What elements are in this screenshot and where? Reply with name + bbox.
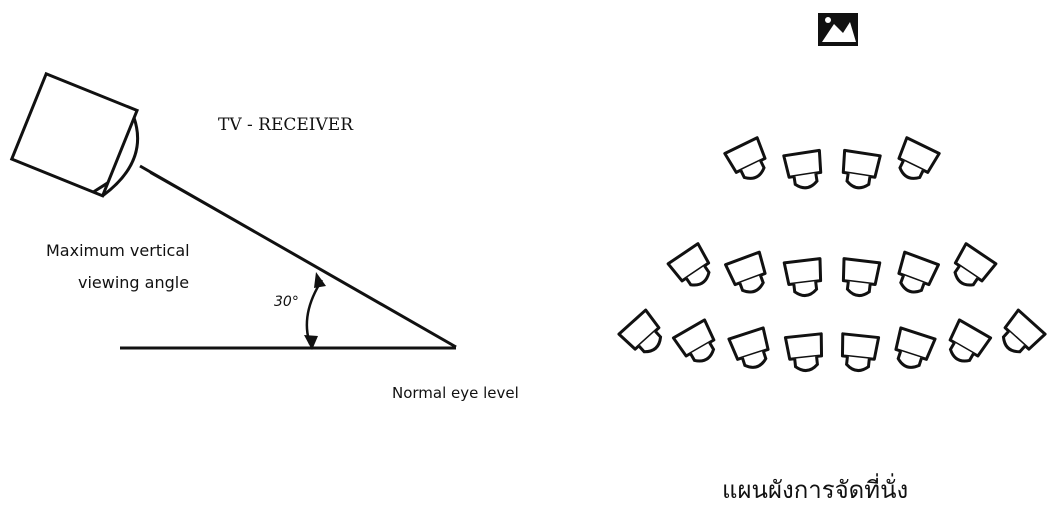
seat (948, 318, 993, 363)
seat (841, 148, 882, 190)
seat (666, 242, 711, 287)
angle-value-label: 30° (274, 294, 299, 310)
angle-arc (305, 279, 324, 345)
tv-receiver-label: TV - RECEIVER (218, 115, 354, 135)
max-angle-label-line2: viewing angle (78, 273, 189, 292)
arc-arrow-top (314, 272, 326, 288)
seat (783, 332, 824, 372)
seating-plan-caption: แผนผังการจัดที่นั่ง (722, 473, 908, 504)
seat (727, 326, 770, 369)
seat (894, 326, 937, 369)
seating-plan: แผนผังการจัดที่นั่ง (617, 13, 1047, 504)
seat (897, 136, 941, 180)
seat (723, 136, 767, 180)
viewing-angle-diagram: TV - RECEIVER Maximum vertical viewing a… (9, 71, 519, 402)
seat (724, 250, 767, 294)
seat (953, 242, 998, 287)
seat (1001, 308, 1047, 354)
max-angle-label-line1: Maximum vertical (46, 241, 190, 260)
seat (897, 250, 940, 294)
seat (782, 257, 823, 297)
seat (840, 332, 881, 372)
seat (617, 308, 663, 354)
tv-screen-icon (818, 13, 858, 46)
seat (782, 148, 823, 190)
seat (841, 257, 882, 297)
arc-arrow-bottom (304, 335, 318, 350)
seats-layer (617, 136, 1047, 372)
tv-receiver-icon (9, 71, 140, 198)
eye-level-label: Normal eye level (392, 384, 519, 402)
line-of-sight-shadow (149, 172, 301, 259)
seat (671, 318, 716, 363)
